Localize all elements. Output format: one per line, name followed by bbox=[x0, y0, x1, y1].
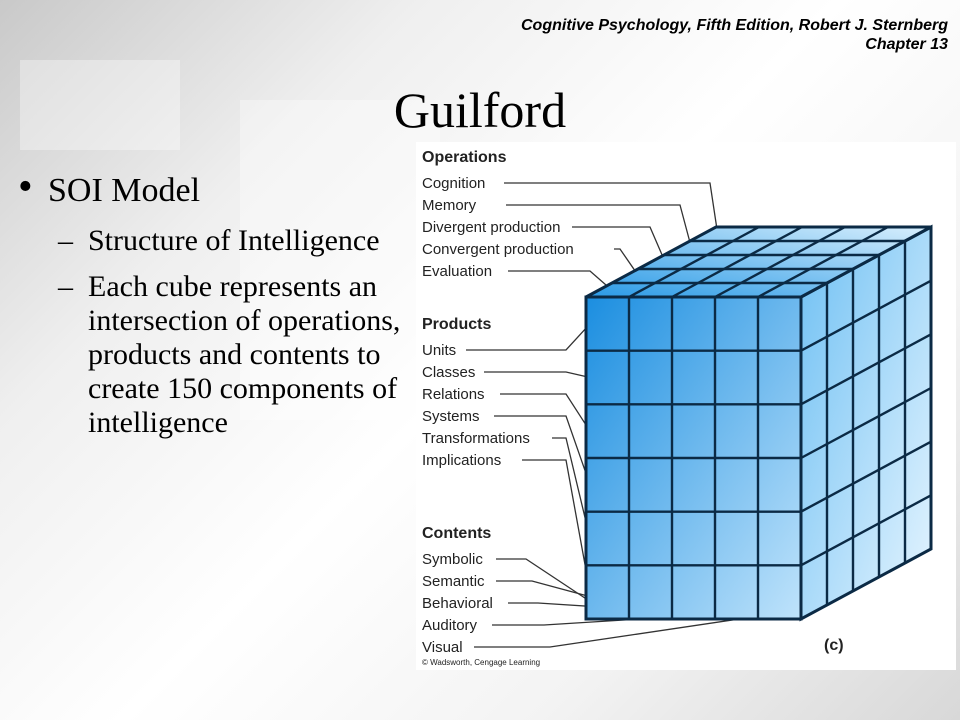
cube-grid-line bbox=[800, 333, 932, 406]
product-leader-line bbox=[500, 393, 591, 432]
content-leader-line bbox=[474, 612, 780, 648]
product-leader-line bbox=[484, 371, 591, 379]
product-leader-line bbox=[466, 323, 591, 351]
dash-icon: – bbox=[58, 224, 73, 257]
subbullet-text: Each cube represents an intersection of … bbox=[88, 270, 401, 439]
subbullet-text: Structure of Intelligence bbox=[88, 224, 380, 257]
operation-label: Cognition bbox=[422, 175, 485, 192]
content-label: Symbolic bbox=[422, 551, 483, 568]
header-book-title: Cognitive Psychology, Fifth Edition, Rob… bbox=[521, 17, 948, 34]
contents-heading: Contents bbox=[422, 525, 491, 542]
product-label: Units bbox=[422, 342, 456, 359]
cube-grid-line bbox=[714, 225, 846, 299]
bullet-dot-icon: • bbox=[18, 164, 33, 210]
operation-label: Convergent production bbox=[422, 241, 574, 258]
content-label: Behavioral bbox=[422, 595, 493, 612]
cube-grid-line bbox=[800, 440, 932, 513]
operation-label: Memory bbox=[422, 197, 477, 214]
content-leader-line bbox=[496, 558, 608, 614]
slide-title: Guilford bbox=[393, 82, 567, 138]
cube-grid-line bbox=[800, 494, 932, 567]
product-label: Systems bbox=[422, 408, 480, 425]
content-label: Auditory bbox=[422, 617, 478, 634]
subbullet-item: – Each cube represents an intersection o… bbox=[18, 270, 408, 440]
cube-grid-line bbox=[800, 386, 932, 460]
operation-leader-line bbox=[504, 182, 719, 237]
cube-grid-line bbox=[671, 225, 803, 299]
subbullet-item: – Structure of Intelligence bbox=[18, 224, 408, 258]
product-label: Transformations bbox=[422, 430, 530, 447]
operation-leader-line bbox=[506, 204, 693, 251]
bullet-list: • SOI Model – Structure of Intelligence … bbox=[18, 166, 408, 440]
content-label: Semantic bbox=[422, 573, 485, 590]
operations-heading: Operations bbox=[422, 149, 507, 166]
cube-grid-line bbox=[800, 279, 932, 352]
operation-label: Evaluation bbox=[422, 263, 492, 280]
product-label: Classes bbox=[422, 364, 475, 381]
product-leader-line bbox=[522, 459, 591, 593]
product-leader-line bbox=[494, 415, 591, 486]
bullet-text: SOI Model bbox=[48, 172, 201, 209]
copyright-text: © Wadsworth, Cengage Learning bbox=[422, 658, 540, 667]
content-label: Visual bbox=[422, 639, 463, 656]
slide-header: Cognitive Psychology, Fifth Edition, Rob… bbox=[521, 16, 948, 54]
background-shape bbox=[20, 60, 180, 150]
background-shape bbox=[240, 100, 440, 420]
operation-label: Divergent production bbox=[422, 219, 560, 236]
product-leader-line bbox=[552, 437, 591, 539]
dash-icon: – bbox=[58, 270, 73, 303]
bullet-item: • SOI Model bbox=[18, 166, 408, 212]
soi-model-figure: Operations Cognition Memory Divergent pr… bbox=[416, 142, 956, 670]
header-chapter: Chapter 13 bbox=[865, 36, 948, 53]
soi-cube-diagram: Operations Cognition Memory Divergent pr… bbox=[422, 149, 933, 667]
operation-leader-line bbox=[614, 248, 641, 279]
operation-leader-line bbox=[572, 226, 667, 265]
products-heading: Products bbox=[422, 316, 491, 333]
panel-label: (c) bbox=[824, 637, 844, 654]
cube-grid-line bbox=[628, 225, 760, 299]
product-label: Implications bbox=[422, 452, 501, 469]
cube-top-face bbox=[585, 225, 932, 299]
cube-grid-line bbox=[757, 225, 889, 299]
product-label: Relations bbox=[422, 386, 485, 403]
